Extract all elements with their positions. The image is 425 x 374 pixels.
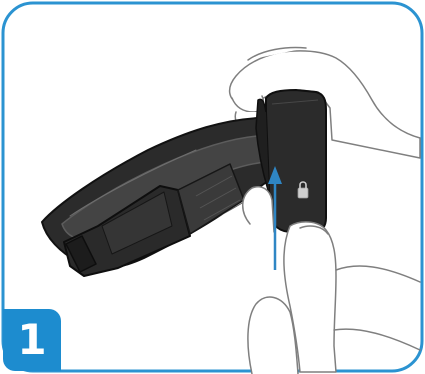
step-number-badge: 1: [3, 309, 61, 371]
